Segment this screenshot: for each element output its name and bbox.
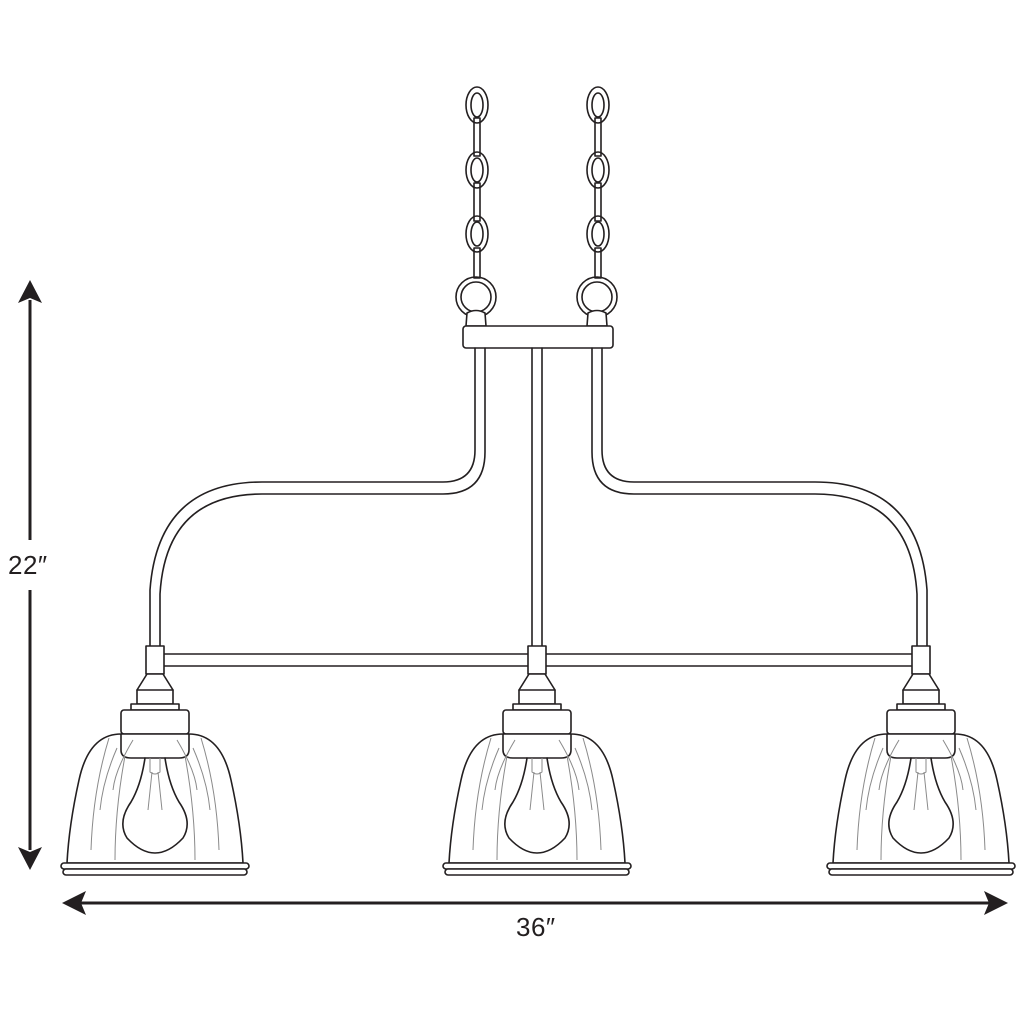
left-arm [149, 347, 486, 649]
width-dimension-arrow [62, 891, 1008, 915]
right-arm [591, 347, 928, 649]
center-pendant-shade [442, 645, 632, 876]
center-stem [531, 347, 543, 649]
left-pendant-shade [60, 645, 250, 876]
right-chain [576, 86, 618, 327]
height-dimension-label: 22″ [8, 550, 48, 580]
right-pendant-shade [826, 645, 1016, 876]
width-dimension-label: 36″ [516, 912, 556, 942]
canopy-bar [462, 325, 614, 349]
crossbar [161, 653, 913, 667]
left-chain [455, 86, 497, 327]
height-dimension-arrow [18, 280, 42, 870]
